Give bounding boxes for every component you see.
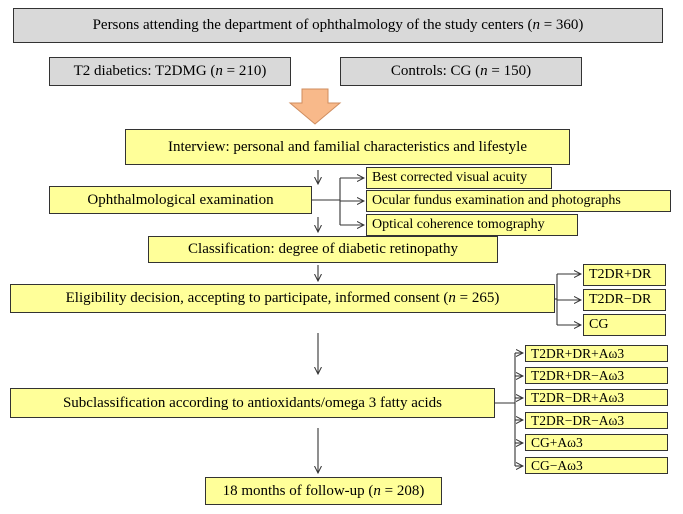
ophthalmological-box: Ophthalmological examination (49, 186, 312, 214)
ophthalmological-text: Ophthalmological examination (87, 191, 274, 208)
eligibility-box: Eligibility decision, accepting to parti… (10, 284, 555, 313)
controls-box: Controls: CG (n = 150) (340, 57, 582, 86)
t2-diabetics-box: T2 diabetics: T2DMG (n = 210) (49, 57, 291, 86)
classification-box: Classification: degree of diabetic retin… (148, 236, 498, 263)
exam-label-1: Best corrected visual acuity (372, 170, 528, 185)
eligibility-group-label-2: T2DR−DR (589, 292, 652, 307)
subgroup-box-2: T2DR+DR−Aω3 (525, 367, 668, 384)
exam-label-2: Ocular fundus examination and photograph… (372, 193, 621, 208)
controls-text: Controls: CG (n = 150) (390, 63, 532, 79)
subgroup-box-5: CG+Aω3 (525, 434, 668, 451)
subgroup-label-1: T2DR+DR+Aω3 (531, 345, 625, 361)
interview-text: Interview: personal and familial charact… (167, 138, 528, 155)
subclassification-text: Subclassification according to antioxida… (62, 394, 443, 411)
followup-text: 18 months of follow-up (n = 208) (222, 482, 425, 499)
classification-text: Classification: degree of diabetic retin… (188, 241, 458, 257)
eligibility-text: Eligibility decision, accepting to parti… (65, 290, 500, 306)
big-down-arrow (288, 88, 342, 125)
eligibility-group-box-2: T2DR−DR (583, 289, 666, 311)
exam-box-3: Optical coherence tomography (366, 214, 578, 236)
exam-label-3: Optical coherence tomography (372, 217, 545, 232)
eligibility-group-box-3: CG (583, 314, 666, 336)
subgroup-label-5: CG+Aω3 (531, 434, 583, 450)
subgroup-box-4: T2DR−DR−Aω3 (525, 412, 668, 429)
eligibility-group-box-1: T2DR+DR (583, 264, 666, 286)
subgroup-label-6: CG−Aω3 (531, 457, 583, 473)
subgroup-box-6: CG−Aω3 (525, 457, 668, 474)
subgroup-box-1: T2DR+DR+Aω3 (525, 345, 668, 362)
exam-box-2: Ocular fundus examination and photograph… (366, 190, 671, 212)
interview-box: Interview: personal and familial charact… (125, 129, 570, 165)
subgroup-label-4: T2DR−DR−Aω3 (531, 412, 625, 428)
eligibility-group-label-1: T2DR+DR (589, 267, 652, 282)
subgroup-label-3: T2DR−DR+Aω3 (531, 389, 625, 405)
t2-diabetics-text: T2 diabetics: T2DMG (n = 210) (73, 63, 267, 79)
subgroup-box-3: T2DR−DR+Aω3 (525, 389, 668, 406)
header-text: Persons attending the department of opht… (92, 17, 584, 33)
exam-box-1: Best corrected visual acuity (366, 167, 552, 189)
eligibility-group-label-3: CG (589, 317, 609, 332)
subgroup-label-2: T2DR+DR−Aω3 (531, 367, 625, 383)
followup-box: 18 months of follow-up (n = 208) (205, 477, 442, 505)
header-box: Persons attending the department of opht… (13, 8, 663, 43)
subclassification-box: Subclassification according to antioxida… (10, 388, 495, 418)
